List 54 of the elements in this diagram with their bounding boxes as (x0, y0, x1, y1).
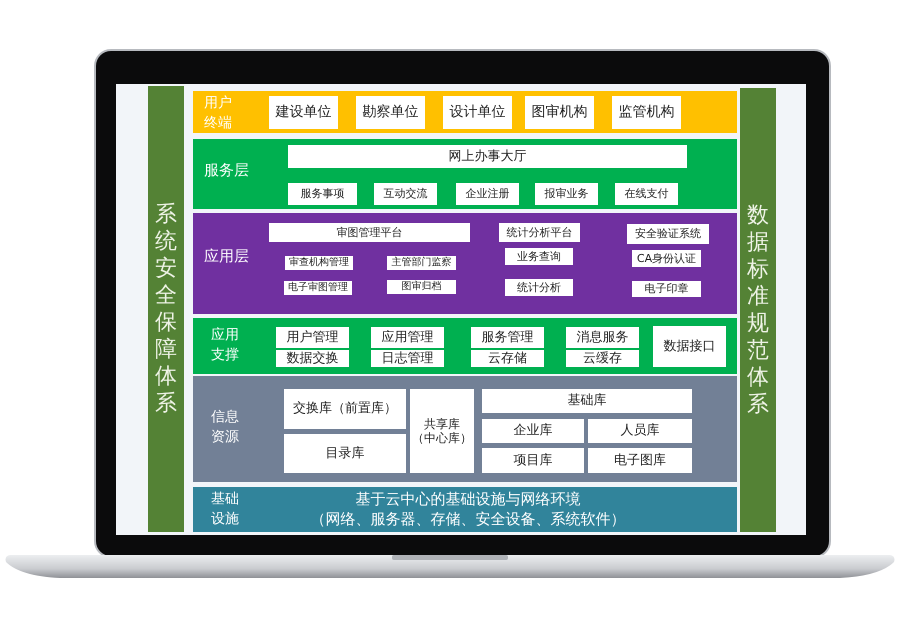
module-box: 主管部门监察 (387, 256, 456, 270)
module-box: 数据接口 (653, 326, 726, 367)
module-box: 服务管理 (471, 327, 544, 348)
layer-heading: 服务层 (204, 160, 250, 180)
module-box: 企业注册 (456, 183, 519, 205)
module-box: 审图管理平台 (269, 223, 470, 242)
module-box: 应用管理 (371, 327, 444, 348)
layer-band (193, 91, 737, 133)
module-box: 建设单位 (269, 96, 338, 129)
module-box: 网上办事大厅 (288, 145, 687, 168)
module-box: 图审归档 (387, 280, 456, 294)
module-box: 统计分析平台 (499, 223, 580, 242)
module-box: 统计分析 (505, 279, 573, 296)
layer-heading: 应用层 (204, 246, 250, 266)
database-box: 目录库 (284, 434, 406, 473)
layer-band (193, 487, 737, 532)
module-box: 业务查询 (505, 248, 573, 265)
module-box: 电子审图管理 (284, 281, 352, 295)
database-box: 电子图库 (588, 448, 692, 473)
module-box: 安全验证系统 (627, 224, 709, 244)
module-box: 图审机构 (525, 96, 594, 129)
module-box: 用户管理 (276, 327, 349, 348)
module-box: 在线支付 (615, 183, 678, 205)
module-box: 审查机构管理 (285, 256, 353, 270)
layer-heading: 用户终端 (204, 94, 233, 133)
database-box: 基础库 (482, 389, 692, 413)
side-pillar: 系统安全保障体系 (148, 86, 184, 532)
database-box: 企业库 (482, 419, 584, 443)
layer-heading: 应用支撑 (211, 326, 240, 365)
module-box: 电子印章 (632, 281, 701, 297)
layer-band (193, 318, 737, 374)
side-pillar: 数据标准规范体系 (740, 88, 776, 532)
module-box: 日志管理 (371, 350, 444, 367)
module-box: 监管机构 (612, 96, 681, 129)
module-box: 数据交换 (276, 350, 349, 367)
module-box: 云缓存 (566, 350, 639, 367)
module-box: 消息服务 (566, 327, 639, 348)
database-box: 项目库 (482, 448, 584, 473)
module-box: 勘察单位 (356, 96, 425, 129)
module-box: 服务事项 (288, 183, 357, 205)
layer-band (193, 139, 737, 209)
layer-description: 基于云中心的基础设施与网络环境（网络、服务器、存储、安全设备、系统软件） (310, 489, 626, 529)
module-box: 互动交流 (374, 183, 437, 205)
layer-heading: 信息资源 (211, 408, 240, 447)
module-box: 报审业务 (535, 183, 598, 205)
layer-heading: 基础设施 (211, 490, 240, 529)
module-box: 设计单位 (443, 96, 512, 129)
layer-band (193, 213, 737, 314)
database-box: 人员库 (588, 419, 692, 443)
module-box: CA身份认证 (632, 250, 701, 267)
database-box: 共享库（中心库） (410, 389, 474, 473)
database-box: 交换库（前置库） (284, 389, 406, 429)
module-box: 云存储 (471, 350, 544, 367)
layer-band (193, 376, 737, 482)
